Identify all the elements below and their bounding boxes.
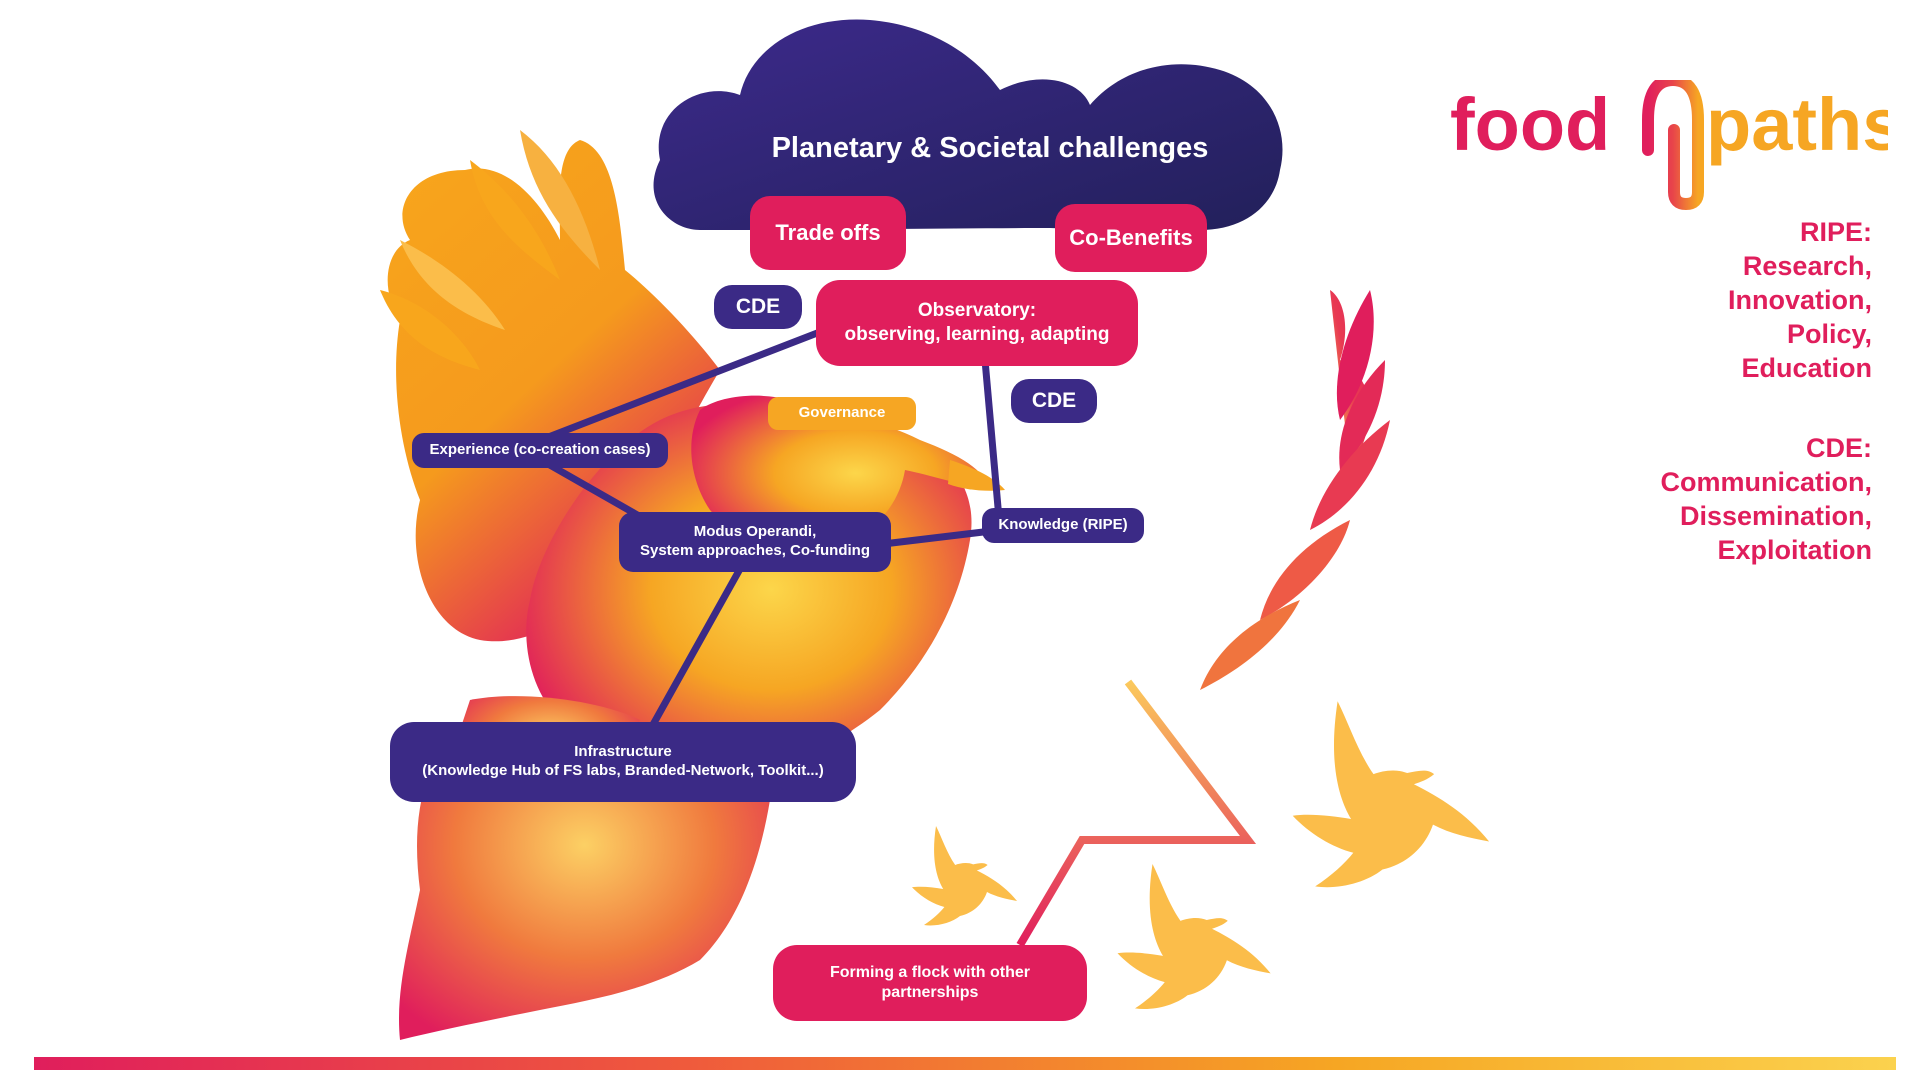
observatory-subtitle: observing, learning, adapting [844,324,1110,345]
ripe-item: Innovation, [1728,285,1872,315]
small-bird-3 [1292,701,1490,888]
modus-operandi-box: Modus Operandi, System approaches, Co-fu… [619,512,891,572]
observatory-title: Observatory: [917,300,1037,322]
ripe-title: RIPE: [1799,217,1872,247]
infrastructure-subtitle: (Knowledge Hub of FS labs, Branded-Netwo… [422,762,824,779]
knowledge-box: Knowledge (RIPE) [982,508,1144,543]
cloud-shape [653,19,1283,231]
small-bird-1 [912,826,1017,926]
cde-title: CDE: [1806,433,1872,463]
flock-line-2: partnerships [881,984,979,1001]
cloud-title: Planetary & Societal challenges [771,131,1209,164]
experience-box: Experience (co-creation cases) [412,433,668,468]
logo-part-paths: paths [1706,83,1888,166]
cde-right-badge: CDE [1011,379,1097,423]
small-bird-2 [1117,864,1271,1010]
flock-connector [1016,679,1257,948]
foodpaths-logo: food paths [1450,80,1888,210]
trade-offs-box: Trade offs [750,196,906,270]
cde-item: Communication, [1660,467,1872,497]
ripe-legend: RIPE: Research, Innovation, Policy, Educ… [1728,215,1872,385]
modus-subtitle: System approaches, Co-funding [639,542,871,559]
flock-line-1: Forming a flock with other [829,964,1030,981]
co-benefits-box: Co-Benefits [1055,204,1207,272]
ripe-item: Policy, [1786,319,1872,349]
modus-title: Modus Operandi, [693,523,817,541]
ripe-item: Research, [1742,251,1872,281]
ripe-item: Education [1741,353,1872,383]
infrastructure-box: Infrastructure (Knowledge Hub of FS labs… [390,722,856,802]
governance-box: Governance [768,397,916,430]
cde-item: Exploitation [1717,535,1873,565]
logo-part-food: food [1450,83,1610,166]
cde-item: Dissemination, [1679,501,1872,531]
observatory-box: Observatory: observing, learning, adapti… [816,280,1138,366]
infrastructure-title: Infrastructure [574,743,672,761]
bottom-gradient-bar [34,1057,1896,1070]
flock-box: Forming a flock with other partnerships [773,945,1087,1021]
cde-left-badge: CDE [714,285,802,329]
cde-legend: CDE: Communication, Dissemination, Explo… [1660,431,1872,567]
